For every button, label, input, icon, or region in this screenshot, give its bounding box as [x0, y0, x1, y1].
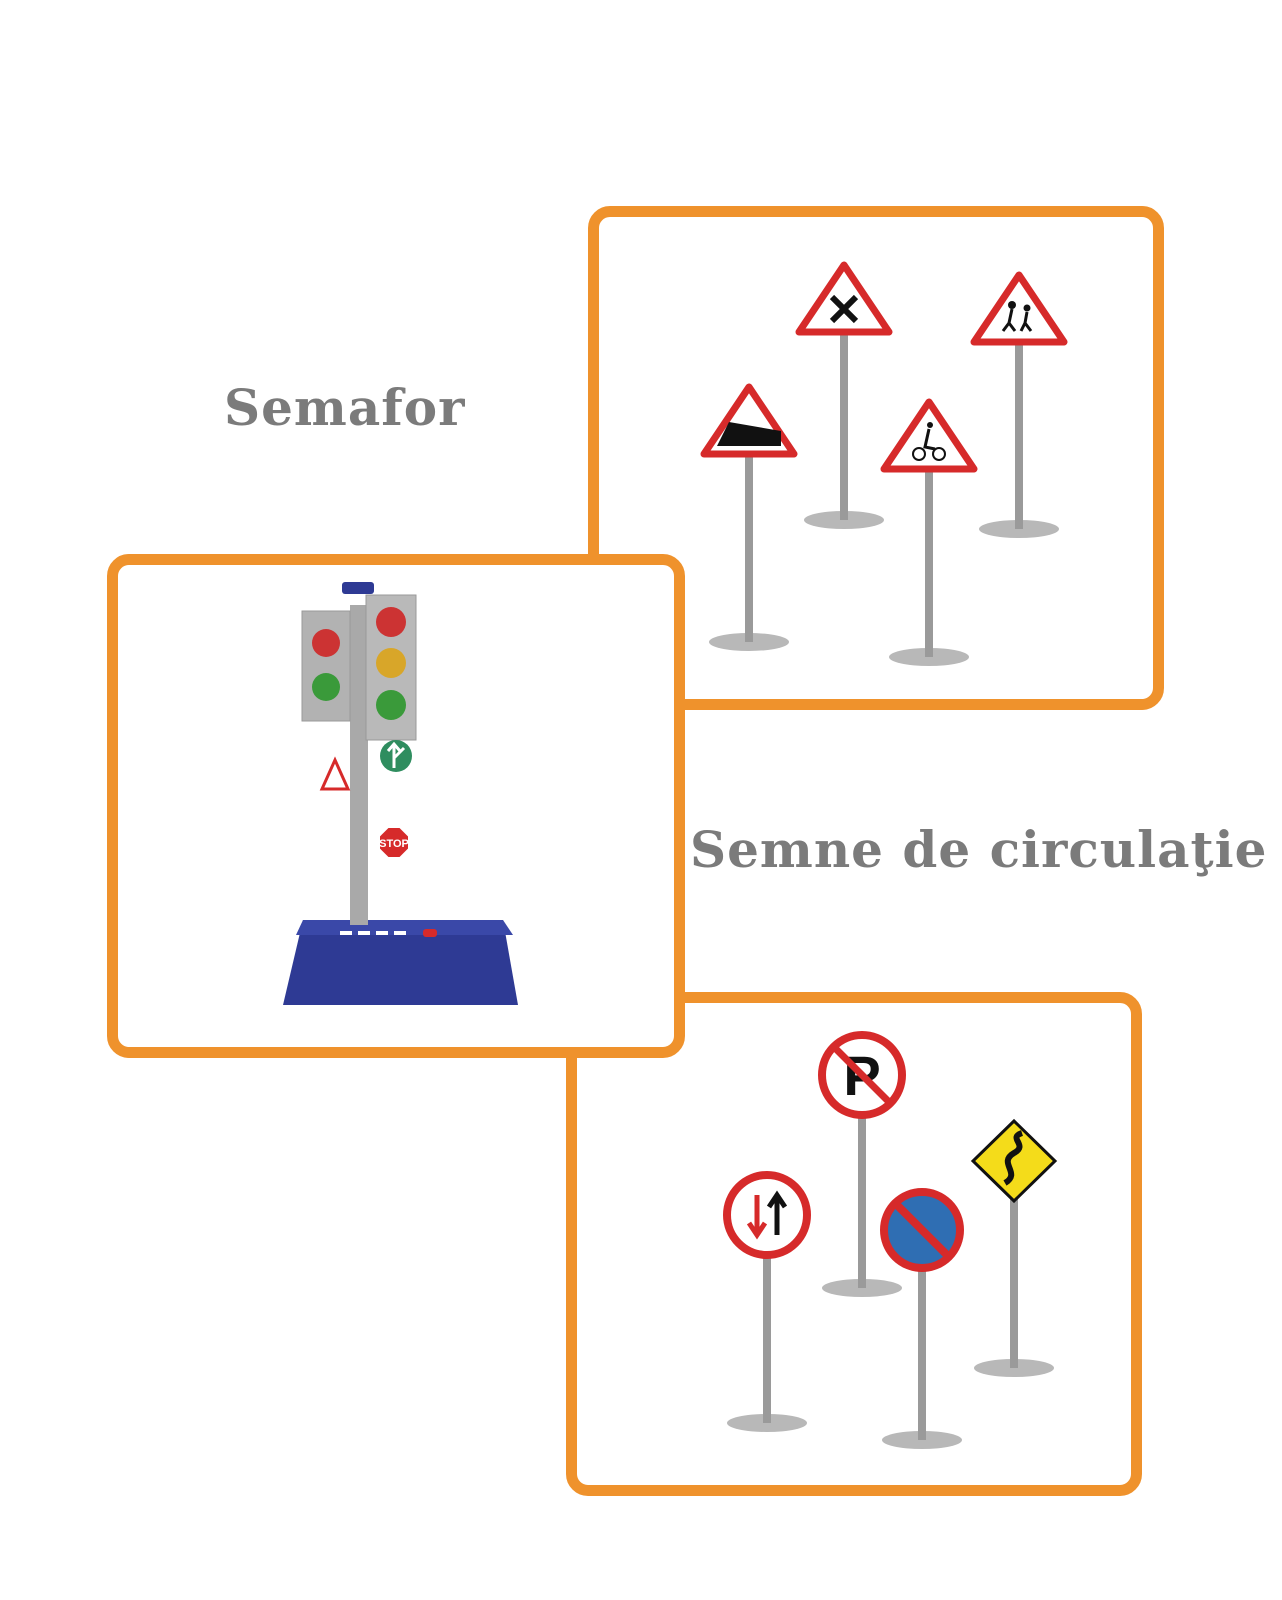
direction-sign: [380, 740, 412, 772]
regulatory-signs-panel: P: [566, 992, 1142, 1496]
side-light: [301, 610, 351, 722]
winding-road-sign: [970, 1118, 1058, 1377]
children-sign: [970, 271, 1068, 538]
cyclists-sign: [880, 398, 978, 666]
label-traffic-light: Semafor: [224, 378, 466, 437]
priority-oncoming-sign: [723, 1171, 811, 1432]
stop-sign: STOP: [378, 826, 410, 859]
stop-sign-text: STOP: [379, 838, 409, 850]
blue-base: [283, 920, 518, 1005]
label-road-signs: Semne de circulaţie: [690, 820, 1268, 879]
no-stopping-sign: [880, 1188, 964, 1449]
crossroad-sign: [795, 261, 893, 529]
regulatory-signs-illustration: P: [723, 1031, 1058, 1449]
slippery-road-sign: [319, 756, 351, 791]
warning-signs-illustration: [700, 261, 1068, 666]
traffic-light-panel: STOP: [107, 554, 685, 1058]
no-parking-sign: P: [818, 1031, 906, 1297]
traffic-light-illustration: STOP: [283, 582, 518, 1005]
pole: [350, 605, 368, 925]
slope-sign: [700, 383, 798, 651]
main-light: [365, 594, 417, 741]
